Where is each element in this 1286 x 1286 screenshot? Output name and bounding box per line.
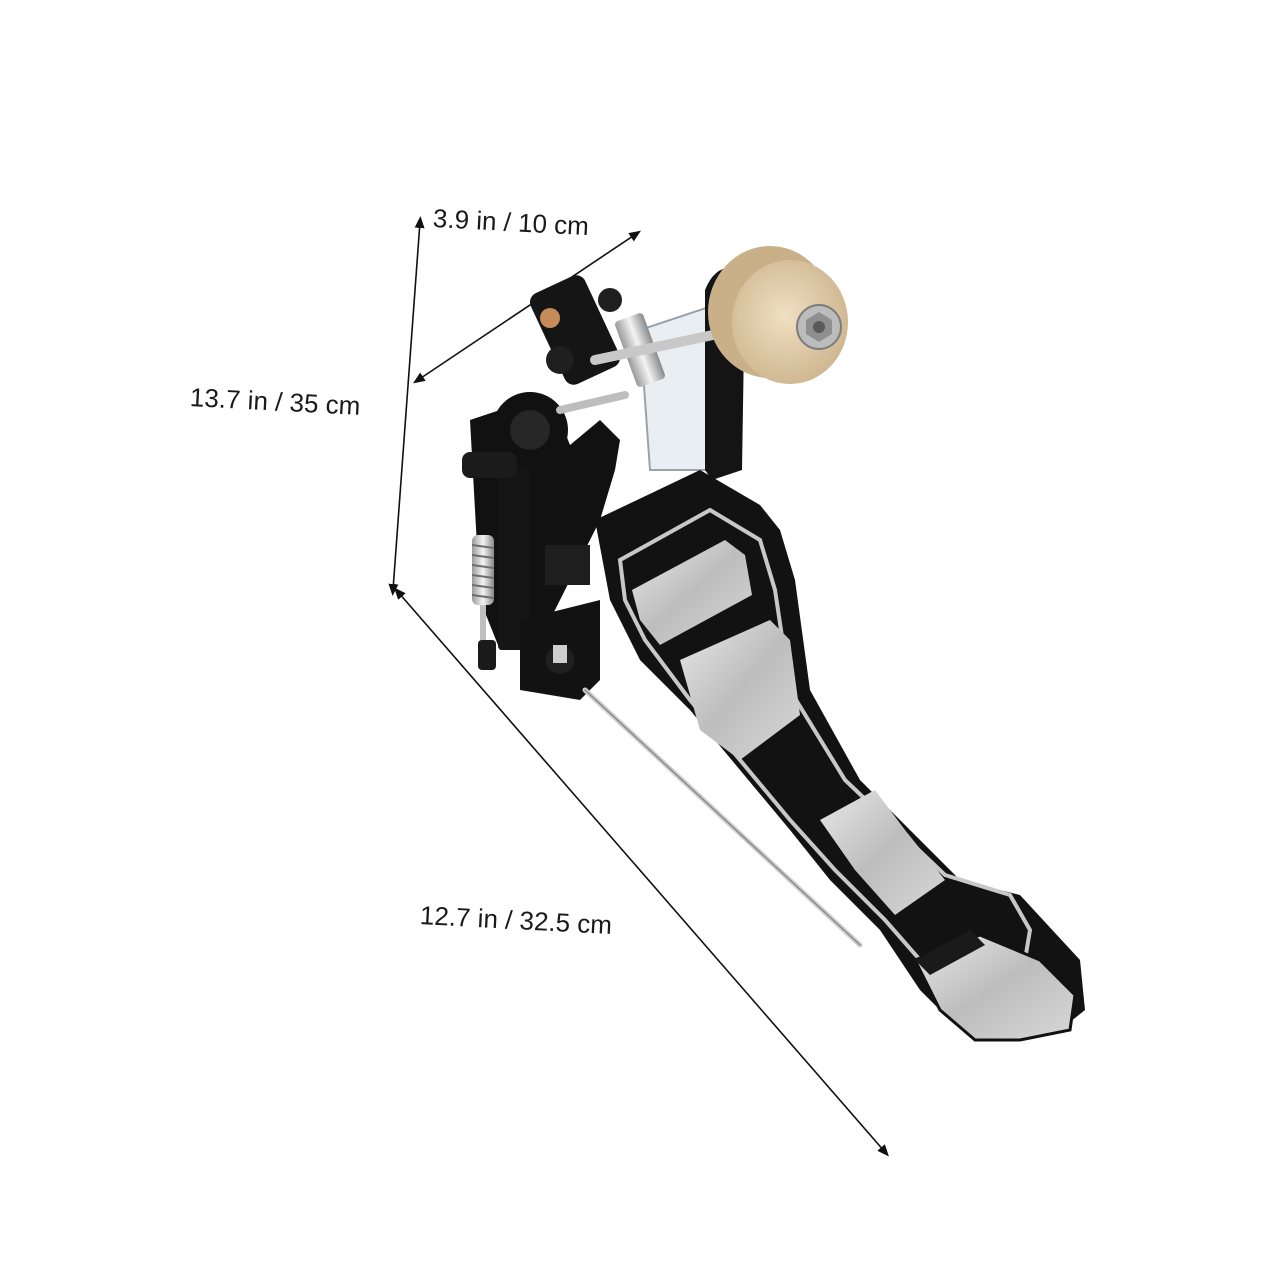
height-dimension-line [388,216,425,596]
spring [471,535,496,670]
width-dimension-line [413,230,641,384]
footboard-plate-bottom [820,790,945,915]
footboard-plate-middle [680,620,800,760]
dimension-lines [388,216,889,1157]
footboard [595,470,1085,1042]
footboard-plate-top [632,540,752,645]
beater-felt [708,246,848,384]
length-dimension-line [394,587,889,1157]
drum-pedal [462,246,1085,1042]
